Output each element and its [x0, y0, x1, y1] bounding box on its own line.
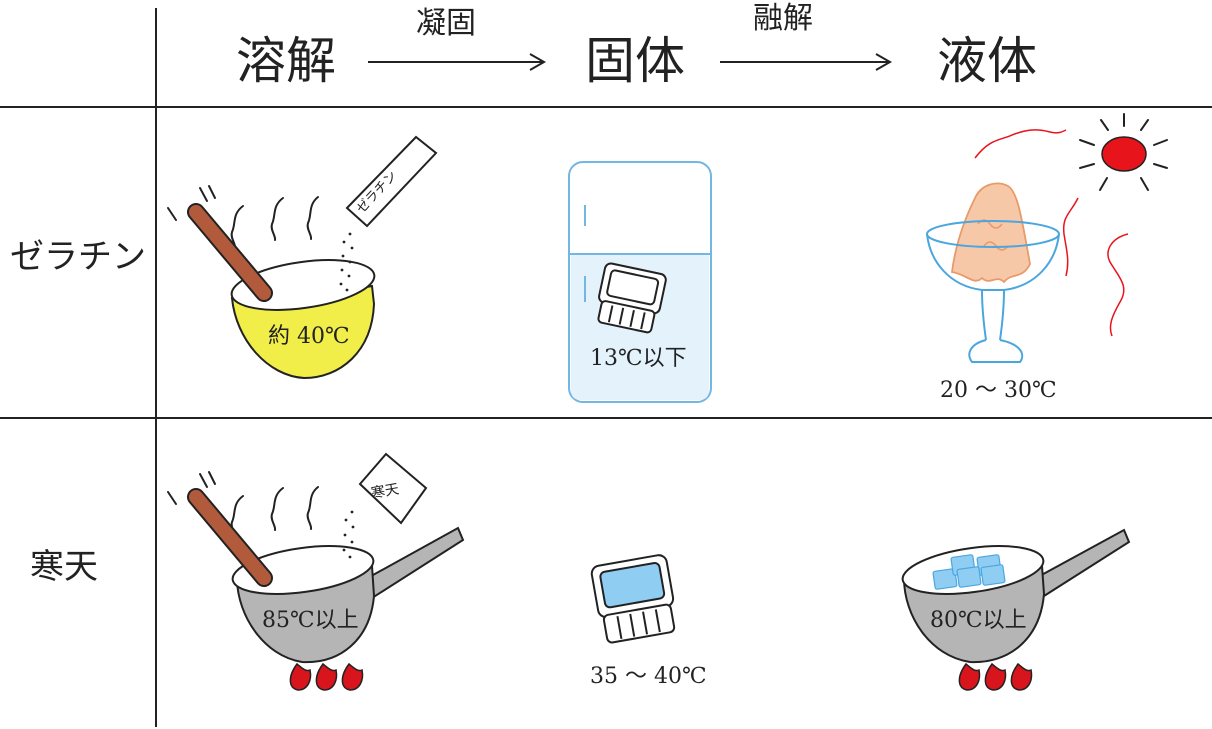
temp-agar-solid: 35 ～ 40℃: [590, 664, 707, 689]
temp-gelatin-solid: 13℃以下: [590, 346, 687, 371]
wooden-spoon-icon-2: [187, 488, 273, 587]
temp-agar-liquid: 80℃以上: [930, 608, 1027, 633]
agar-packet-icon: 寒天: [358, 452, 428, 525]
transition-melt: 融解: [753, 1, 813, 36]
steam-icon-2: [230, 486, 319, 539]
temp-gelatin-dissolve: 約 40℃: [268, 324, 350, 349]
gelatin-packet-icon: ゼラチン: [345, 135, 438, 228]
state-liquid: 液体: [937, 32, 1037, 90]
state-dissolved: 溶解: [236, 32, 336, 90]
transition-solidify: 凝固: [416, 6, 476, 41]
gray-pot-icon: [231, 526, 465, 664]
powder-dots-icon: [339, 232, 354, 292]
table-grid: [0, 8, 1212, 727]
temp-gelatin-liquid: 20 ～ 30℃: [940, 378, 1057, 403]
motion-marks-icon-2: [167, 471, 216, 505]
sun-icon: [1079, 113, 1168, 191]
steam-icon: [230, 196, 319, 249]
flame-icon-2: [958, 662, 1033, 691]
motion-marks-icon: [167, 185, 216, 221]
agar-packet-label: 寒天: [370, 480, 401, 502]
arrow-melt: [720, 53, 893, 71]
row-label-gelatin: ゼラチン: [10, 237, 146, 277]
dessert-glass-icon: [926, 220, 1060, 363]
flame-icon: [289, 662, 364, 691]
temp-agar-dissolve: 85℃以上: [262, 608, 359, 633]
state-solid: 固体: [585, 32, 685, 90]
arrow-solidify: [368, 53, 547, 71]
row-label-agar: 寒天: [30, 547, 98, 587]
powder-dots-icon-2: [342, 510, 355, 559]
gray-pot-ice-icon: [901, 528, 1131, 664]
melting-jelly-icon: [950, 182, 1031, 284]
agar-mold-icon: [590, 554, 676, 644]
ice-cubes-icon: [932, 554, 1006, 590]
wooden-spoon-icon: [187, 203, 273, 302]
jelly-mold-icon: [597, 262, 667, 334]
heat-wave-icon: [974, 129, 1129, 337]
